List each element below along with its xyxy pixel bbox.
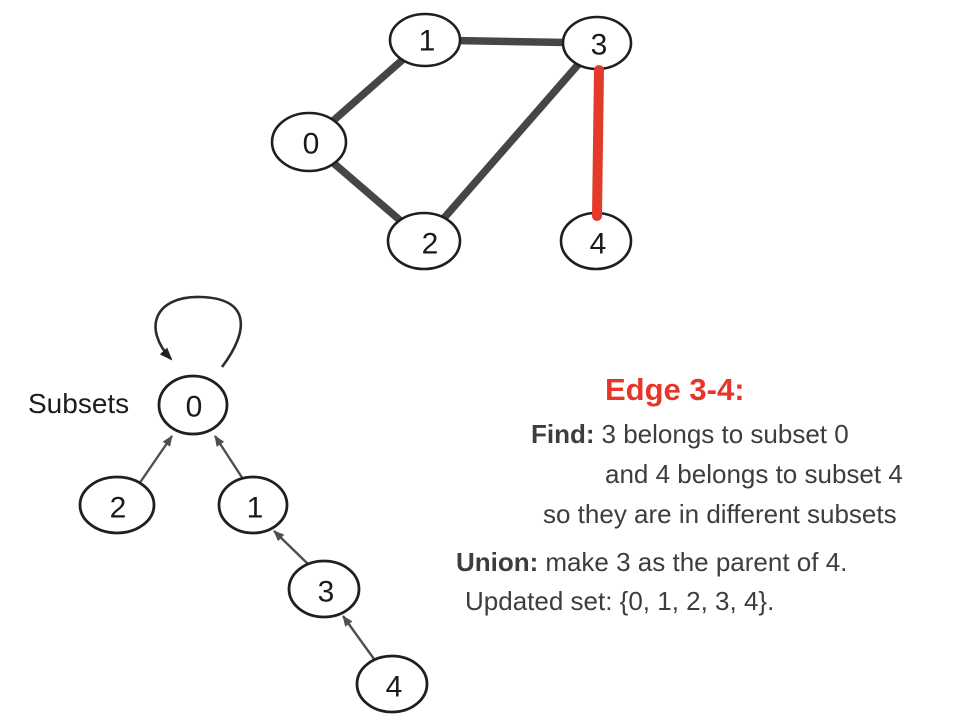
subsets-caption: Subsets (28, 388, 130, 419)
find-text-2: and 4 belongs to subset 4 (605, 459, 903, 489)
tree-node-label: 3 (318, 576, 335, 609)
tree-node-label: 1 (247, 492, 264, 525)
tree-node-4 (355, 654, 429, 714)
graph-node-1 (388, 12, 462, 68)
subsets-tree-diagram: 0 2 1 3 4 (78, 295, 429, 714)
graph-node-label: 2 (422, 228, 439, 261)
graph-node-label: 4 (590, 228, 607, 261)
find-label: Find: (531, 419, 595, 449)
graph-node-2 (386, 211, 462, 271)
tree-node-label: 4 (386, 671, 403, 704)
union-line: Union:make 3 as the parent of 4. (456, 547, 848, 578)
union-label: Union: (456, 547, 539, 577)
tree-node-0 (157, 374, 229, 436)
graph-node-label: 1 (419, 25, 436, 58)
tree-arrow-4-to-3 (342, 615, 375, 660)
tree-node-label: 2 (110, 492, 127, 525)
graph-node-label: 0 (303, 128, 320, 161)
edge-step-title: Edge 3-4: (605, 372, 745, 407)
tree-arrow-1-to-0 (213, 435, 245, 480)
find-text-1: 3 belongs to subset 0 (601, 419, 849, 449)
tree-node-3 (287, 559, 361, 619)
graph-node-label: 3 (591, 29, 608, 62)
tree-node-1 (217, 475, 289, 535)
find-line-3: so they are in different subsets (543, 499, 897, 530)
graph-edge-2-3 (420, 39, 601, 245)
updated-set-text: Updated set: {0, 1, 2, 3, 4}. (465, 586, 775, 616)
find-line-2: and 4 belongs to subset 4 (605, 459, 903, 490)
tree-arrow-3-to-1 (273, 530, 309, 565)
tree-self-loop-0 (154, 295, 243, 368)
find-text-3: so they are in different subsets (543, 499, 897, 529)
tree-arrow-2-to-0 (138, 435, 173, 485)
tree-node-label: 0 (186, 391, 203, 424)
graph-node-0 (270, 111, 348, 173)
tree-node-2 (78, 475, 156, 535)
connected-graph-diagram: 1 3 0 2 4 (270, 12, 633, 271)
find-line-1: Find:3 belongs to subset 0 (531, 419, 849, 450)
updated-set-line: Updated set: {0, 1, 2, 3, 4}. (465, 586, 775, 617)
union-text: make 3 as the parent of 4. (545, 547, 848, 577)
graph-edge-3-4-highlighted (592, 65, 604, 221)
